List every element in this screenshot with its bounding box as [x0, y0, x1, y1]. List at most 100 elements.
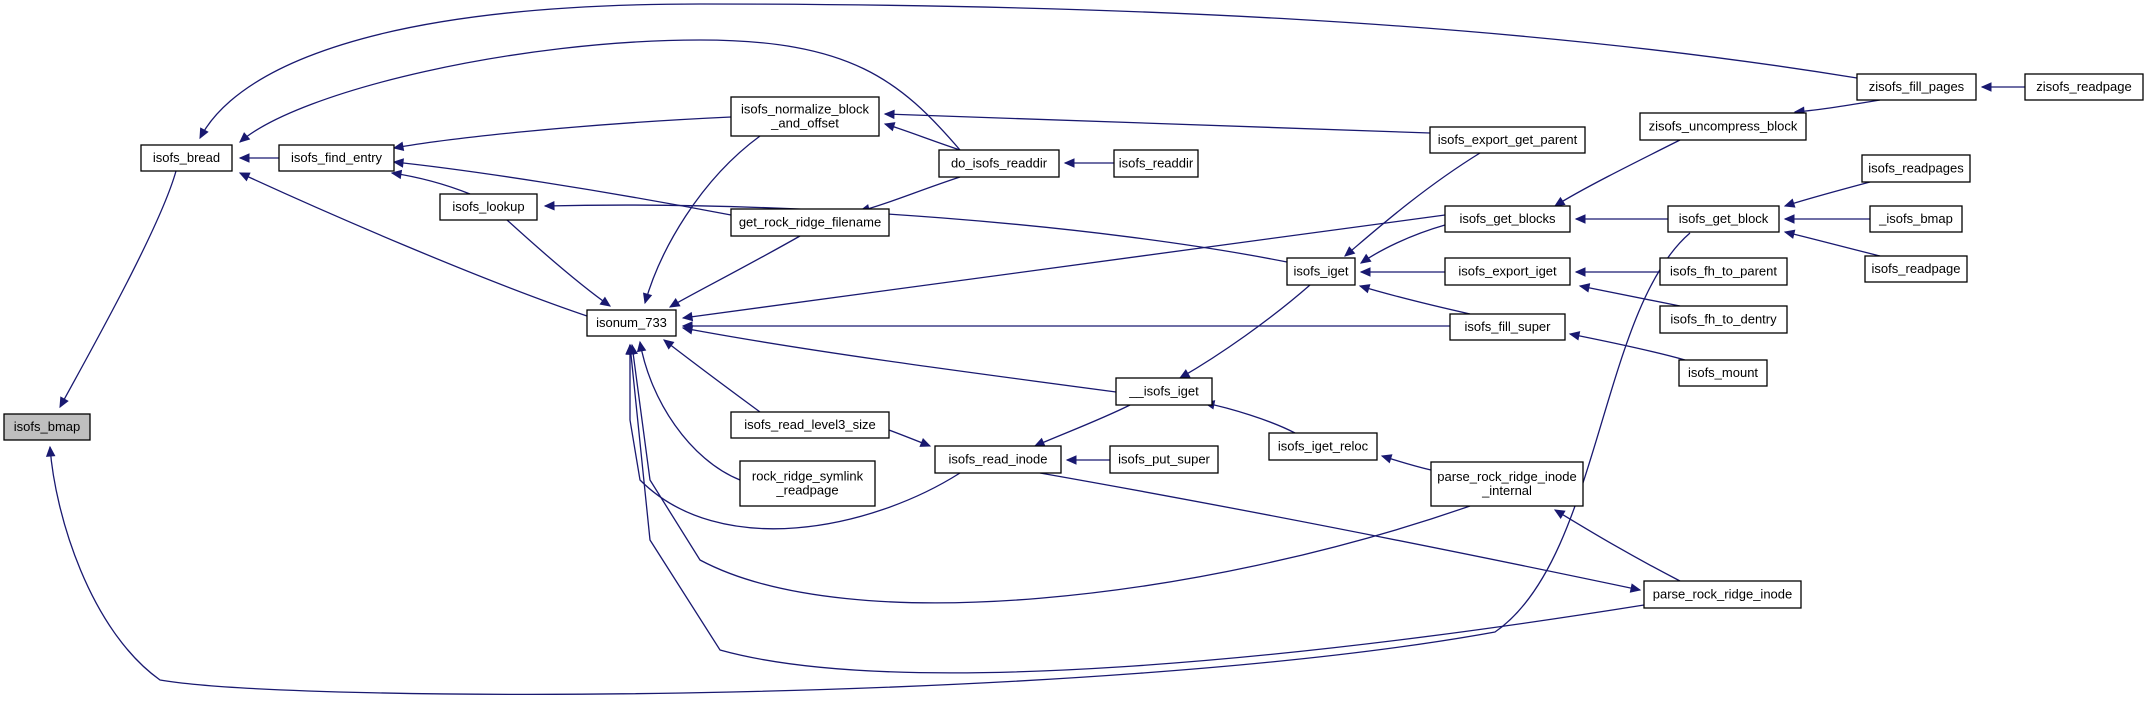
- node-label: isofs_readpage: [1872, 261, 1961, 276]
- node-isofs-bmap[interactable]: _isofs_bmap: [1869, 205, 1963, 233]
- edge-line: [1034, 404, 1131, 447]
- edge-line: [629, 345, 961, 530]
- edge-line: [1360, 224, 1446, 264]
- node-box: [1444, 205, 1571, 233]
- node-isofs-iget[interactable]: isofs_iget: [1286, 257, 1356, 286]
- arrowhead-icon: [626, 343, 636, 355]
- node-label: isofs_find_entry: [291, 150, 383, 165]
- node-isofs-iget-reloc[interactable]: isofs_iget_reloc: [1268, 432, 1378, 461]
- node-box: [439, 193, 538, 221]
- edge-line: [1794, 99, 1881, 113]
- node-box: [3, 413, 91, 441]
- node-isofs-put-super[interactable]: isofs_put_super: [1109, 445, 1219, 474]
- node-get-rock-ridge-filename[interactable]: get_rock_ridge_filename: [730, 208, 890, 237]
- edge-line: [49, 232, 1691, 695]
- node-box: [730, 208, 890, 237]
- node-isofs-read-inode[interactable]: isofs_read_inode: [934, 445, 1062, 474]
- node-label: isofs_read_inode: [948, 452, 1047, 467]
- edge-line: [1179, 284, 1311, 379]
- edge-isofs-normalize-block-and-offset-to-isonum-733: [642, 135, 761, 305]
- node-box: [1667, 205, 1780, 233]
- edge-line: [1554, 509, 1681, 582]
- edge-line: [644, 135, 761, 304]
- edge-line: [669, 235, 801, 308]
- node-box: [1286, 257, 1356, 286]
- node-isofs-readpage[interactable]: isofs_readpage: [1864, 255, 1968, 283]
- node-isofs-normalize-block-and-offset[interactable]: isofs_normalize_block_and_offset: [730, 96, 880, 137]
- edge-line: [393, 116, 732, 149]
- node-isonum-733[interactable]: isonum_733: [586, 309, 677, 337]
- node-zisofs-uncompress-block[interactable]: zisofs_uncompress_block: [1639, 112, 1807, 141]
- node-isofs-lookup[interactable]: isofs_lookup: [439, 193, 538, 221]
- arrowhead-icon: [919, 438, 932, 447]
- edge-isonum-733-to-isofs-bread: [238, 172, 591, 318]
- edge-do-isofs-readdir-to-isofs-bread: [239, 39, 961, 151]
- node-isofs-readpages[interactable]: isofs_readpages: [1861, 154, 1971, 183]
- node-isofs-export-get-parent[interactable]: isofs_export_get_parent: [1429, 126, 1586, 154]
- node-box: [730, 411, 890, 439]
- edge-line: [1344, 152, 1481, 257]
- edges-layer: [45, 3, 2025, 695]
- node-isofs-iget[interactable]: __isofs_iget: [1115, 377, 1213, 406]
- edge-isofs-iget-to-isonum-733: [681, 325, 1117, 393]
- node-isofs-fh-to-parent[interactable]: isofs_fh_to_parent: [1659, 257, 1788, 286]
- node-box: [1115, 377, 1213, 406]
- edge-line: [391, 172, 471, 195]
- node-isofs-find-entry[interactable]: isofs_find_entry: [278, 144, 395, 172]
- node-label: isofs_put_super: [1118, 452, 1210, 467]
- arrowhead-icon: [1359, 253, 1372, 264]
- node-isofs-fill-super[interactable]: isofs_fill_super: [1449, 313, 1566, 341]
- node-isofs-bread[interactable]: isofs_bread: [140, 144, 233, 172]
- edge-isofs-get-block-to-isofs-bmap: [45, 232, 1691, 695]
- node-parse-rock-ridge-inode-internal[interactable]: parse_rock_ridge_inode_internal: [1430, 461, 1584, 507]
- arrowhead-icon: [883, 109, 895, 120]
- node-parse-rock-ridge-inode[interactable]: parse_rock_ridge_inode: [1643, 580, 1802, 609]
- node-label: _isofs_bmap: [1878, 211, 1953, 226]
- node-zisofs-fill-pages[interactable]: zisofs_fill_pages: [1856, 73, 1977, 101]
- node-zisofs-readpage[interactable]: zisofs_readpage: [2024, 73, 2144, 101]
- edge-isofs-lookup-to-isonum-733: [506, 219, 612, 307]
- node-label: isofs_fill_super: [1465, 319, 1552, 334]
- node-label: zisofs_fill_pages: [1869, 79, 1965, 94]
- arrowhead-icon: [1033, 437, 1046, 447]
- node-isofs-get-blocks[interactable]: isofs_get_blocks: [1444, 205, 1571, 233]
- edge-line: [663, 339, 761, 413]
- edge-line: [1039, 472, 1641, 591]
- arrowhead-icon: [59, 396, 69, 409]
- node-isofs-export-iget[interactable]: isofs_export_iget: [1444, 257, 1571, 286]
- node-label: _readpage: [775, 483, 838, 498]
- node-box: [739, 460, 876, 507]
- arrowhead-icon: [681, 321, 693, 331]
- node-isofs-mount[interactable]: isofs_mount: [1678, 359, 1768, 387]
- edge-line: [544, 204, 1288, 263]
- edge-isofs-iget-to-isofs-lookup: [543, 201, 1288, 263]
- arrowhead-icon: [1359, 267, 1371, 277]
- edge-isofs-iget-to-isofs-read-inode: [1033, 404, 1131, 447]
- arrowhead-icon: [1063, 158, 1075, 168]
- edge-line: [631, 344, 1471, 604]
- edge-line: [1204, 402, 1296, 434]
- arrowhead-icon: [1178, 369, 1191, 379]
- edge-line: [629, 344, 1645, 674]
- edge-isofs-readpages-to-isofs-get-block: [1783, 181, 1871, 208]
- edge-isofs-put-super-to-isofs-read-inode: [1065, 455, 1111, 465]
- node-rock-ridge-symlink-readpage[interactable]: rock_ridge_symlink_readpage: [739, 460, 876, 507]
- node-isofs-fh-to-dentry[interactable]: isofs_fh_to_dentry: [1659, 305, 1788, 334]
- node-label: zisofs_readpage: [2036, 79, 2131, 94]
- arrowhead-icon: [238, 153, 250, 163]
- node-do-isofs-readdir[interactable]: do_isofs_readdir: [938, 149, 1060, 178]
- node-isofs-readdir[interactable]: isofs_readdir: [1113, 149, 1199, 178]
- node-isofs-bmap[interactable]: isofs_bmap: [3, 413, 91, 441]
- arrowhead-icon: [199, 127, 209, 140]
- edge-isofs-read-level3-size-to-isonum-733: [663, 339, 761, 413]
- node-label: rock_ridge_symlink: [752, 469, 864, 484]
- node-box: [1444, 257, 1571, 286]
- arrowhead-icon: [1980, 82, 1992, 92]
- node-isofs-get-block[interactable]: isofs_get_block: [1667, 205, 1780, 233]
- edge-isofs-mount-to-isofs-fill-super: [1568, 331, 1686, 361]
- node-box: [730, 96, 880, 137]
- node-label: do_isofs_readdir: [951, 156, 1048, 171]
- arrowhead-icon: [1574, 214, 1586, 224]
- node-isofs-read-level3-size[interactable]: isofs_read_level3_size: [730, 411, 890, 439]
- edge-zisofs-fill-pages-to-zisofs-uncompress-block: [1793, 99, 1881, 116]
